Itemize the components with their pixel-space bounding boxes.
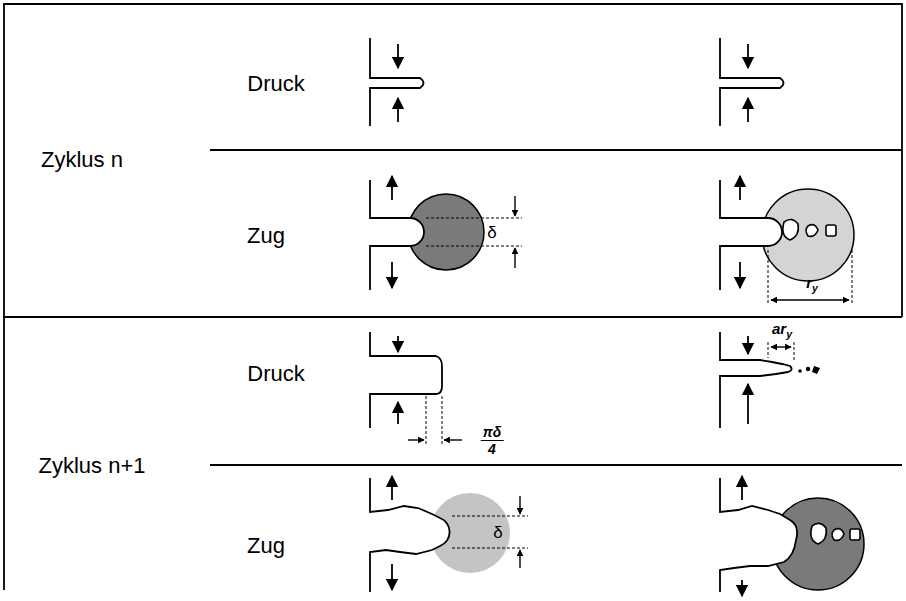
load-label: Druck — [247, 363, 304, 385]
load-label: Zug — [247, 225, 285, 247]
cycle-label: Zyklus n+1 — [39, 455, 146, 477]
cycle-label: Zyklus n — [41, 149, 123, 171]
load-label: Druck — [247, 73, 304, 95]
dimension-label: δ — [493, 524, 502, 541]
load-label: Zug — [247, 535, 285, 557]
dimension-label: δ — [487, 224, 496, 241]
dimension-label: πδ4 — [481, 424, 504, 456]
dimension-label: ry — [806, 275, 818, 293]
dimension-label: ary — [772, 321, 792, 339]
